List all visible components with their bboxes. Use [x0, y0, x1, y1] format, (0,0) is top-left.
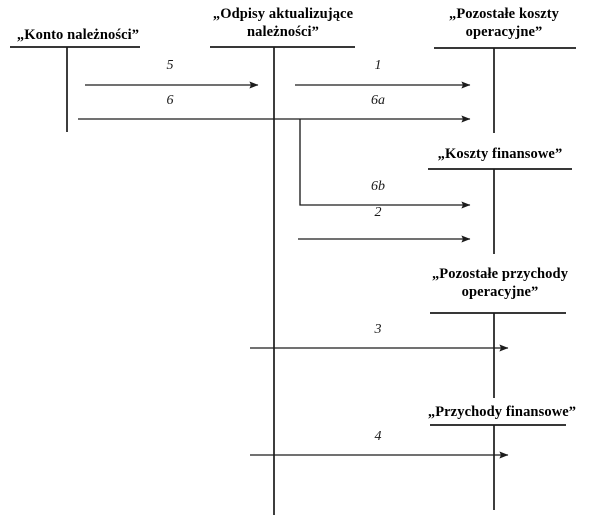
- account-label-pozostale-koszty-operacyjne: „Pozostałe koszty operacyjne”: [448, 6, 560, 40]
- flow-number-flow-6a: 6a: [371, 93, 385, 108]
- account-przychody-finansowe: [430, 424, 566, 510]
- flow-number-flow-2: 2: [374, 205, 382, 220]
- flow-number-flow-6: 6: [166, 93, 174, 108]
- account-pozostale-przychody-operacyjne: [430, 312, 566, 398]
- account-label-konto-naleznosci: „Konto należności”: [16, 27, 140, 43]
- flow-number-flow-4: 4: [374, 429, 382, 444]
- account-odpisy-aktualizujace-naleznosci: [210, 46, 355, 515]
- account-label-pozostale-przychody-operacyjne: „Pozostałe przychody operacyjne”: [431, 266, 569, 300]
- account-label-przychody-finansowe: „Przychody finansowe”: [427, 404, 577, 420]
- accounts-layer: [10, 46, 576, 515]
- flow-number-flow-5: 5: [166, 58, 174, 73]
- account-koszty-finansowe: [428, 168, 572, 254]
- flow-line-flow-6b: [299, 119, 471, 209]
- account-label-koszty-finansowe: „Koszty finansowe”: [437, 146, 563, 162]
- account-label-odpisy-aktualizujace-naleznosci: „Odpisy aktualizujące należności”: [212, 6, 354, 40]
- account-pozostale-koszty-operacyjne: [434, 47, 576, 133]
- flows-layer: [78, 81, 509, 459]
- account-konto-naleznosci: [10, 46, 140, 132]
- flow-number-flow-6b: 6b: [371, 179, 385, 194]
- flow-number-flow-3: 3: [374, 322, 382, 337]
- flow-number-flow-1: 1: [374, 58, 382, 73]
